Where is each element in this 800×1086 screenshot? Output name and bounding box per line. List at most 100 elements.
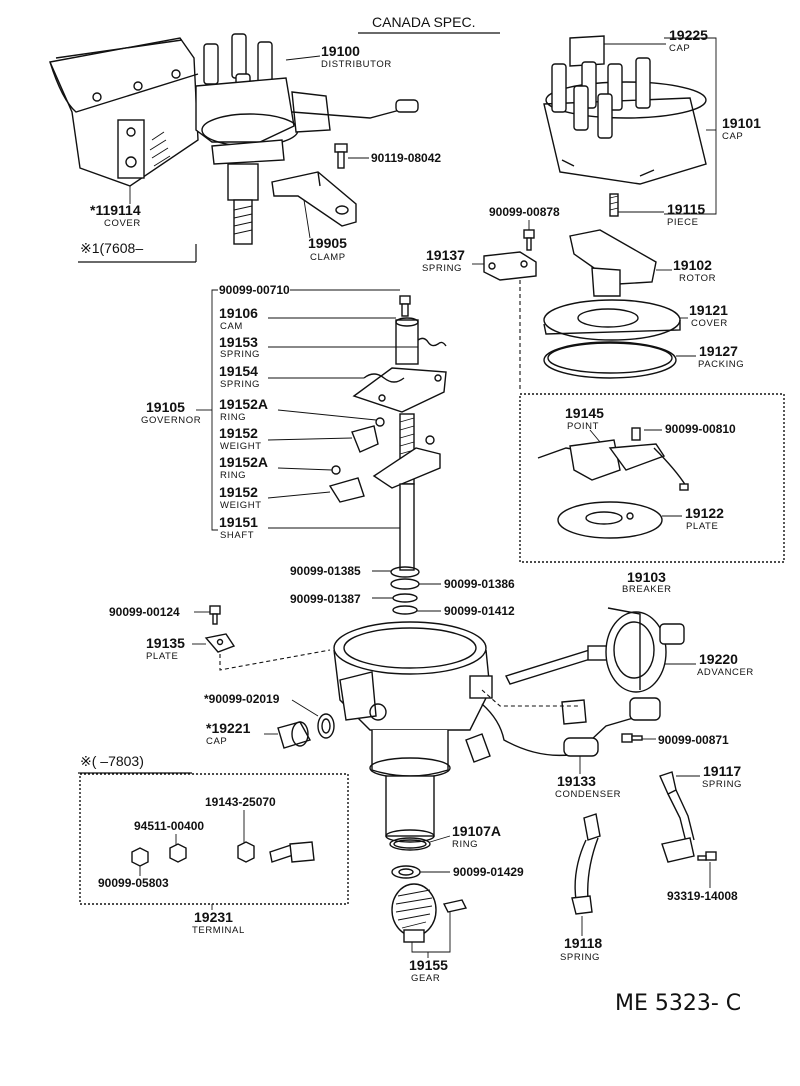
part-19102-name: ROTOR [679, 273, 716, 284]
part-90099-00810-number: 90099-00810 [665, 422, 736, 436]
spring-19117-drawing [659, 771, 695, 863]
part-19220-number: 19220 [699, 651, 738, 667]
part-19106-name: CAM [220, 321, 243, 332]
washer-01429-drawing [391, 865, 421, 879]
leader-19152A-2 [277, 467, 333, 471]
part-19121-number: 19121 [689, 302, 728, 318]
part-19117-name: SPRING [702, 779, 742, 790]
part-19145-name: POINT [567, 421, 599, 432]
leader-02019 [291, 699, 319, 717]
part-19106-number: 19106 [219, 305, 258, 321]
part-19152-1-number: 19152 [219, 425, 258, 441]
part-19135-number: 19135 [146, 635, 185, 651]
part-19115-number: 19115 [667, 201, 705, 217]
screw-00878-drawing [523, 229, 535, 251]
breaker-drawing [537, 427, 689, 539]
part-19101-name: CAP [722, 131, 743, 142]
spring-19118-drawing [571, 813, 601, 915]
note-1: ※1(7608– [80, 240, 143, 256]
part-19103-number: 19103 [627, 569, 666, 585]
part-19137-name: SPRING [422, 263, 462, 274]
gear-drawing [391, 883, 468, 943]
part-90099-01387-number: 90099-01387 [290, 592, 361, 606]
part-90099-00878-number: 90099-00878 [489, 205, 560, 219]
part-94511-number: 94511-00400 [134, 819, 204, 833]
part-19153-name: SPRING [220, 349, 260, 360]
part-19152A-2-name: RING [220, 470, 246, 481]
part-19118-number: 19118 [564, 935, 602, 951]
rotor-drawing [569, 229, 657, 297]
part-19152-2-name: WEIGHT [220, 500, 262, 511]
part-19103-name: BREAKER [622, 584, 672, 595]
part-19133-name: CONDENSER [555, 789, 621, 800]
leader-19152-2 [267, 491, 331, 499]
bracket-19155 [411, 912, 451, 953]
part-90099-00871-number: 90099-00871 [658, 733, 729, 747]
part-19118-name: SPRING [560, 952, 600, 963]
part-90099-05803-number: 90099-05803 [98, 876, 169, 890]
part-19225-name: CAP [669, 43, 690, 54]
part-19151-number: 19151 [219, 514, 258, 530]
part-19154-number: 19154 [219, 363, 258, 379]
bracket-19101 [664, 37, 717, 215]
part-19101-number: 19101 [722, 115, 761, 131]
part-19135-name: PLATE [146, 651, 178, 662]
part-19152A-2-number: 19152A [219, 454, 268, 470]
part-19127-number: 19127 [699, 343, 738, 359]
part-19137-number: 19137 [426, 247, 465, 263]
screw-00124-drawing [209, 605, 221, 625]
part-19221-number: *19221 [206, 720, 251, 736]
ring-19107A-drawing [389, 837, 431, 851]
header-canada-spec: CANADA SPEC. [372, 14, 475, 30]
part-90099-01429-number: 90099-01429 [453, 865, 524, 879]
part-19127-name: PACKING [698, 359, 744, 370]
screw-93319-drawing [697, 851, 717, 861]
spring-19137-drawing [483, 251, 537, 281]
screw-00871-drawing [621, 733, 643, 743]
part-19100-number: 19100 [321, 43, 360, 59]
advancer-drawing [505, 607, 685, 693]
part-19152-1-name: WEIGHT [220, 441, 262, 452]
part-19905-name: CLAMP [310, 252, 346, 263]
cap-drawing [543, 35, 707, 217]
part-19105-name: GOVERNOR [141, 415, 201, 426]
cap-19221-drawing [277, 713, 335, 749]
terminal-drawing [131, 841, 315, 867]
bolt-90119-drawing [334, 143, 348, 169]
part-19107A-name: RING [452, 839, 478, 850]
part-19107A-number: 19107A [452, 823, 501, 839]
part-90099-01386-number: 90099-01386 [444, 577, 515, 591]
breaker-group-box [519, 393, 785, 563]
part-90099-00710-number: 90099-00710 [219, 283, 290, 297]
bracket-19105 [211, 289, 218, 531]
part-90099-01412-number: 90099-01412 [444, 604, 515, 618]
part-19155-name: GEAR [411, 973, 440, 984]
part-19152A-1-number: 19152A [219, 396, 268, 412]
part-19117-number: 19117 [703, 763, 741, 779]
part-19133-number: 19133 [557, 773, 596, 789]
terminal-group-box [79, 773, 349, 905]
leader-19107A [429, 835, 451, 843]
part-93319-number: 93319-14008 [667, 889, 738, 903]
part-19154-name: SPRING [220, 379, 260, 390]
leader-19152A-1 [277, 409, 377, 421]
part-19122-number: 19122 [685, 505, 724, 521]
part-19114-number: *119114 [90, 202, 141, 218]
governor-drawing [328, 295, 447, 571]
part-90119-number: 90119-08042 [371, 151, 441, 165]
drawing-code: ME 5323- C [615, 991, 741, 1016]
dash-19135 [219, 649, 331, 671]
part-19102-number: 19102 [673, 257, 712, 273]
washers-drawing [390, 566, 420, 615]
cover-19121-drawing [543, 299, 681, 341]
cover-drawing [49, 37, 199, 187]
part-19220-name: ADVANCER [697, 667, 754, 678]
part-19905-number: 19905 [308, 235, 347, 251]
leader-19100 [285, 55, 321, 61]
note-2: ※( –7803) [80, 753, 144, 769]
housing-drawing [333, 621, 493, 843]
part-19152A-1-name: RING [220, 412, 246, 423]
part-19143-number: 19143-25070 [205, 795, 276, 809]
plate-19135-drawing [204, 633, 236, 653]
